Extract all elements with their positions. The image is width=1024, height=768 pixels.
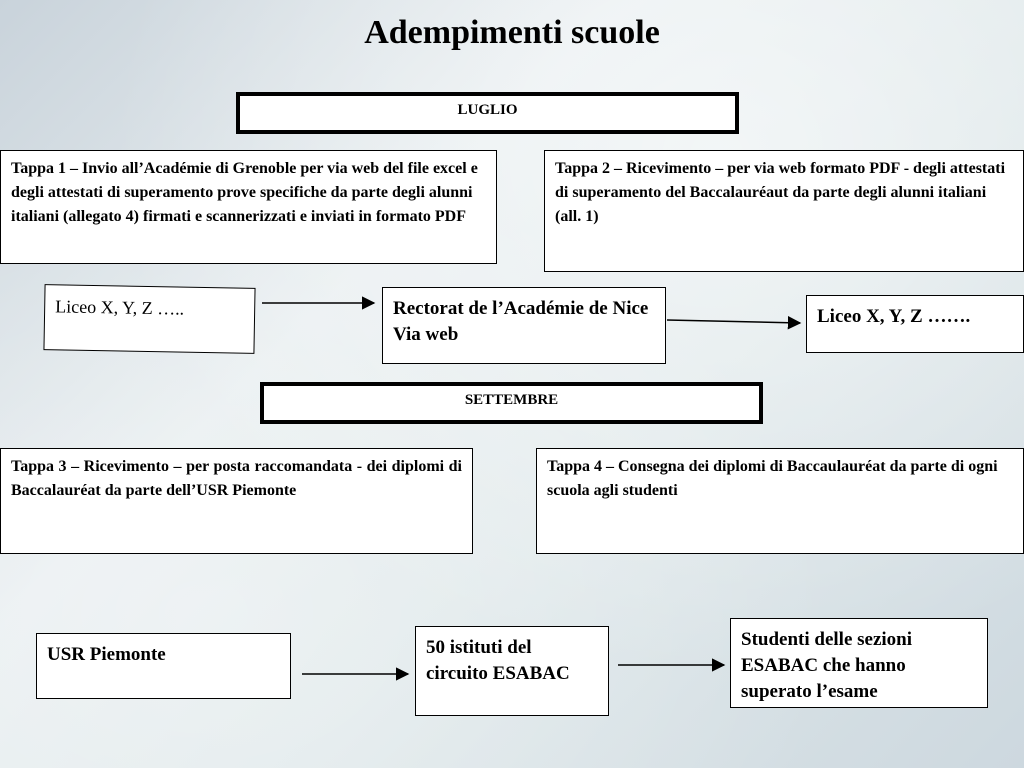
tappa-3-box: Tappa 3 – Ricevimento – per posta raccom… bbox=[0, 448, 473, 554]
flow1-target-box: Liceo X, Y, Z ……. bbox=[806, 295, 1024, 353]
flow1-middle-box: Rectorat de l’Académie de Nice Via web bbox=[382, 287, 666, 364]
flow2-middle-box: 50 istituti del circuito ESABAC bbox=[415, 626, 609, 716]
tappa-2-box: Tappa 2 – Ricevimento – per via web form… bbox=[544, 150, 1024, 272]
page-title: Adempimenti scuole bbox=[364, 14, 660, 51]
tappa-4-box: Tappa 4 – Consegna dei diplomi di Baccau… bbox=[536, 448, 1024, 554]
arrow-flow1-b bbox=[666, 315, 802, 330]
month-luglio-box: LUGLIO bbox=[236, 92, 739, 134]
tappa-1-box: Tappa 1 – Invio all’Académie di Grenoble… bbox=[0, 150, 497, 264]
flow2-source-box: USR Piemonte bbox=[36, 633, 291, 699]
month-settembre-box: SETTEMBRE bbox=[260, 382, 763, 424]
flow2-target-box: Studenti delle sezioni ESABAC che hanno … bbox=[730, 618, 988, 708]
